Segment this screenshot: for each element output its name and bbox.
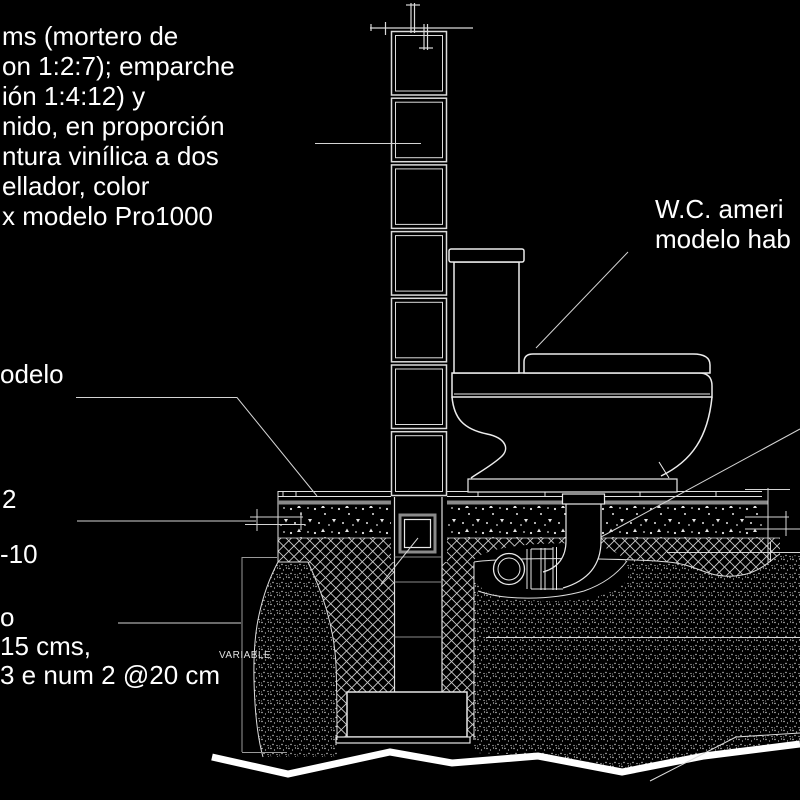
ground-break-line <box>211 732 800 782</box>
wc-note-line: W.C. ameri <box>655 194 784 224</box>
spec-note-line: ellador, color <box>2 171 150 201</box>
variable-depth-label: VARIABLE <box>219 650 272 661</box>
toilet-bowl-left-curve <box>451 396 507 479</box>
dado-note-line: o <box>0 602 15 632</box>
boundary-lines <box>253 537 781 758</box>
spec-note-line: ión 1:4:12) y <box>2 81 146 111</box>
variable-dimension <box>241 557 287 753</box>
drain-pipe-assembly <box>492 493 606 590</box>
soil-right-region <box>474 554 800 770</box>
wc-note-line: modelo hab <box>655 224 791 254</box>
toilet-base-plinth <box>467 478 678 493</box>
spec-note-line: ms (mortero de <box>2 21 179 51</box>
dado-note-line: 3 e num 2 @20 cm <box>0 660 221 690</box>
soil-hatch-regions <box>253 554 800 770</box>
spec-note-line: on 1:2:7); emparche <box>2 51 235 81</box>
leader-wc <box>535 251 629 349</box>
rebar-dowels <box>370 3 473 50</box>
leader-drain <box>600 428 800 538</box>
toilet-bowl-right-curve <box>660 396 713 477</box>
spec-note-line: ntura vinílica a dos <box>2 141 219 171</box>
concrete-dado <box>398 513 437 554</box>
leader-floor-model <box>76 397 318 497</box>
spec-note-line: x modelo Pro1000 <box>2 201 214 231</box>
floor-model-note: odelo <box>0 359 64 389</box>
footing <box>335 691 471 744</box>
leader-dado <box>380 537 419 585</box>
leader-lines <box>76 143 800 638</box>
wc-model-note: W.C. ameri modelo hab <box>655 194 791 254</box>
dimension-note-minus10: -10 <box>0 539 38 569</box>
finish-spec-note: ms (mortero de on 1:2:7); emparche ión 1… <box>2 21 235 231</box>
dado-reinforcement-note: o 15 cms, 3 e num 2 @20 cm <box>0 603 220 690</box>
dimension-note-2: 2 <box>2 484 17 514</box>
toilet-rim <box>451 372 713 398</box>
dado-note-line: 15 cms, <box>0 631 92 661</box>
toilet-seat <box>523 353 711 374</box>
toilet <box>448 248 713 493</box>
block-wall-column <box>390 30 448 497</box>
toilet-tank-lid <box>448 248 525 263</box>
dimension-lines <box>241 488 800 753</box>
soil-left-region <box>253 562 337 757</box>
spec-note-line: nido, en proporción <box>2 111 225 141</box>
concrete-slab-band <box>278 506 762 538</box>
toilet-tank <box>453 261 520 374</box>
